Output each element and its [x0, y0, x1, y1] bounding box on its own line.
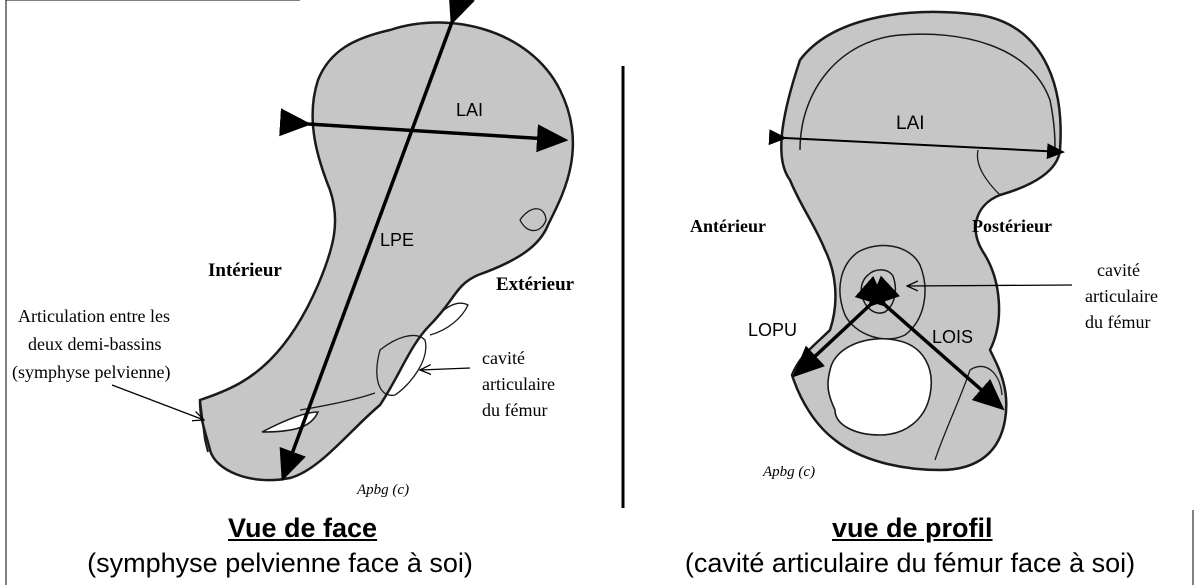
profile-cavity-line-3: du fémur — [1085, 312, 1150, 332]
face-exterior-label: Extérieur — [496, 274, 575, 295]
face-credit: Apbg (c) — [356, 482, 409, 498]
face-cavity-pointer — [420, 368, 470, 370]
profile-posterior-label: Postérieur — [972, 216, 1052, 236]
face-symphysis-line-2: deux demi-bassins — [28, 334, 161, 354]
face-symphysis-pointer — [112, 385, 204, 420]
profile-view-bone — [781, 12, 1060, 470]
face-symphysis-line-1: Articulation entre les — [18, 306, 170, 326]
profile-caption-title: vue de profil — [832, 513, 982, 544]
profile-lois-label: LOIS — [932, 327, 973, 347]
profile-cavity-annotation: cavité articulaire du fémur — [1085, 260, 1162, 332]
profile-credit: Apbg (c) — [762, 464, 815, 480]
profile-lai-label: LAI — [896, 113, 925, 134]
profile-anterior-label: Antérieur — [690, 216, 766, 236]
face-caption-subtitle: (symphyse pelvienne face à soi) — [70, 548, 490, 579]
face-lpe-label: LPE — [380, 230, 414, 250]
profile-obturator-foramen — [828, 339, 931, 435]
face-cavity-line-2: articulaire — [482, 374, 555, 394]
face-caption-title: Vue de face — [228, 513, 358, 544]
face-symphysis-line-3: (symphyse pelvienne) — [12, 362, 170, 383]
face-symphysis-annotation: Articulation entre les deux demi-bassins… — [12, 306, 174, 383]
face-lai-label: LAI — [456, 100, 483, 120]
profile-caption-subtitle: (cavité articulaire du fémur face à soi) — [640, 548, 1180, 579]
face-cavity-line-3: du fémur — [482, 400, 547, 420]
profile-lopu-label: LOPU — [748, 320, 797, 340]
profile-cavity-line-2: articulaire — [1085, 286, 1158, 306]
face-cavity-line-1: cavité — [482, 348, 525, 368]
profile-cavity-line-1: cavité — [1097, 260, 1140, 280]
face-interior-label: Intérieur — [208, 260, 282, 281]
face-cavity-annotation: cavité articulaire du fémur — [482, 348, 559, 420]
